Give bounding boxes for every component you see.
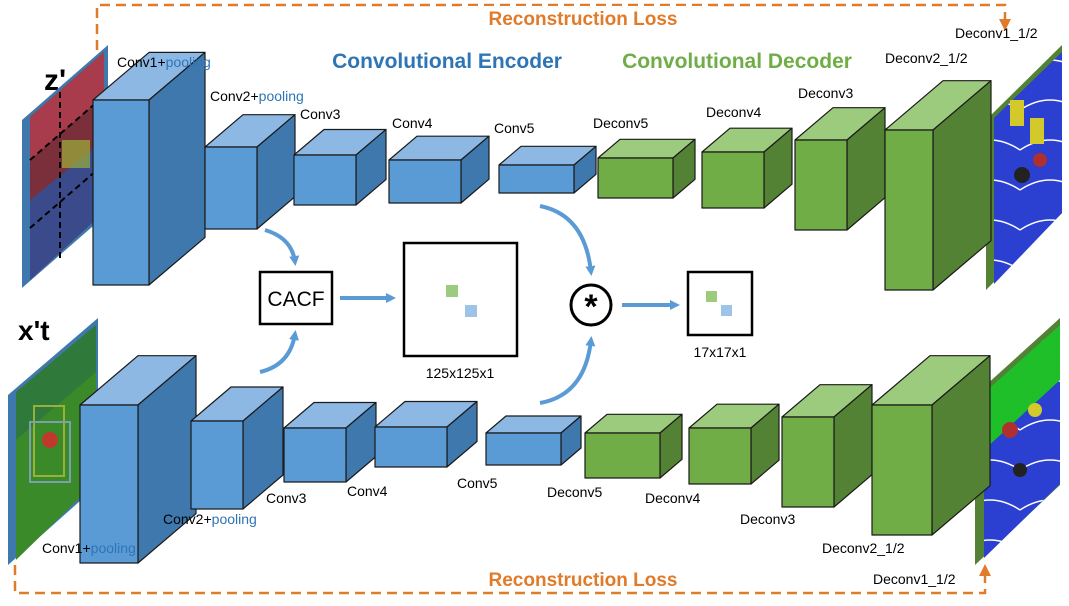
response-map-small-label: 17x17x1 xyxy=(694,344,747,360)
bottom-deconv2-label: Deconv2_1/2 xyxy=(822,540,905,556)
bottom-conv2-label: Conv2+pooling xyxy=(163,511,257,527)
encoder-title: Convolutional Encoder xyxy=(332,50,562,73)
top-conv3-label: Conv3 xyxy=(300,106,341,122)
output-top-image xyxy=(986,45,1062,290)
bottom-deconv5-label: Deconv5 xyxy=(547,484,602,500)
bottom-conv1-label: Conv1+pooling xyxy=(42,540,136,556)
response-map-small-blue-dot xyxy=(721,305,732,316)
top-conv1-label: Conv1+pooling xyxy=(117,54,211,70)
arrow-bottom-to-correlation xyxy=(539,336,596,405)
network-blocks xyxy=(79,51,992,564)
arrow-top-to-cacf xyxy=(264,228,300,266)
cacf-label: CACF xyxy=(267,288,324,311)
response-map-small-green-dot xyxy=(706,291,717,302)
input-top-image xyxy=(22,45,108,288)
bottom-conv4-label: Conv4 xyxy=(347,483,388,499)
bottom-deconv4-block xyxy=(688,403,780,485)
decoder-title: Convolutional Decoder xyxy=(622,50,852,73)
reconstruction-loss-top-line xyxy=(95,3,1011,50)
arrow-top-to-correlation xyxy=(539,204,596,276)
top-deconv4-block xyxy=(701,127,793,209)
arrow-bottom-to-cacf xyxy=(259,330,299,374)
correlation-symbol: * xyxy=(584,288,598,326)
bottom-deconv3-label: Deconv3 xyxy=(740,511,795,527)
bottom-conv3-block xyxy=(283,401,377,483)
bottom-deconv3-block xyxy=(781,384,873,508)
bottom-conv1-block xyxy=(79,355,197,564)
response-map-small xyxy=(686,270,754,337)
reconstruction-loss-top-title: Reconstruction Loss xyxy=(489,9,678,30)
top-deconv5-block xyxy=(597,138,696,199)
bottom-conv5-label: Conv5 xyxy=(457,475,498,491)
top-deconv2-block xyxy=(884,80,992,291)
top-deconv3-label: Deconv3 xyxy=(798,85,853,101)
output-bottom-image xyxy=(975,318,1060,565)
cacf-box xyxy=(258,270,334,326)
top-deconv5-label: Deconv5 xyxy=(593,115,648,131)
bottom-conv3-label: Conv3 xyxy=(266,490,307,506)
top-deconv1-label: Deconv1_1/2 xyxy=(955,25,1038,41)
reconstruction-loss-bottom-line xyxy=(13,564,991,595)
bottom-conv4-block xyxy=(374,400,478,468)
response-map-large-blue-dot xyxy=(465,305,477,317)
input-bottom-image xyxy=(8,318,98,565)
correlation-operator xyxy=(569,283,613,327)
response-map-large-green-dot xyxy=(446,285,458,297)
top-conv5-label: Conv5 xyxy=(494,120,535,136)
top-deconv2-label: Deconv2_1/2 xyxy=(885,50,968,66)
top-deconv3-block xyxy=(794,107,886,231)
bottom-deconv4-label: Deconv4 xyxy=(645,490,700,506)
response-map-large-label: 125x125x1 xyxy=(426,365,495,381)
response-map-large xyxy=(402,241,519,358)
top-conv4-label: Conv4 xyxy=(392,115,433,131)
top-conv1-block xyxy=(92,51,206,286)
reconstruction-loss-bottom-title: Reconstruction Loss xyxy=(489,570,678,591)
top-conv2-label: Conv2+pooling xyxy=(210,88,304,104)
top-conv2-block xyxy=(204,114,296,230)
bottom-conv2-block xyxy=(190,386,284,510)
bottom-deconv5-block xyxy=(584,413,683,479)
top-conv5-block xyxy=(498,145,597,194)
top-deconv4-label: Deconv4 xyxy=(706,104,761,120)
bottom-deconv2-block xyxy=(871,355,991,536)
top-conv3-block xyxy=(293,128,387,206)
input-bottom-label: x't xyxy=(18,315,50,346)
bottom-conv5-block xyxy=(485,415,582,466)
bottom-deconv1-label: Deconv1_1/2 xyxy=(873,571,956,587)
top-conv4-block xyxy=(388,135,490,204)
